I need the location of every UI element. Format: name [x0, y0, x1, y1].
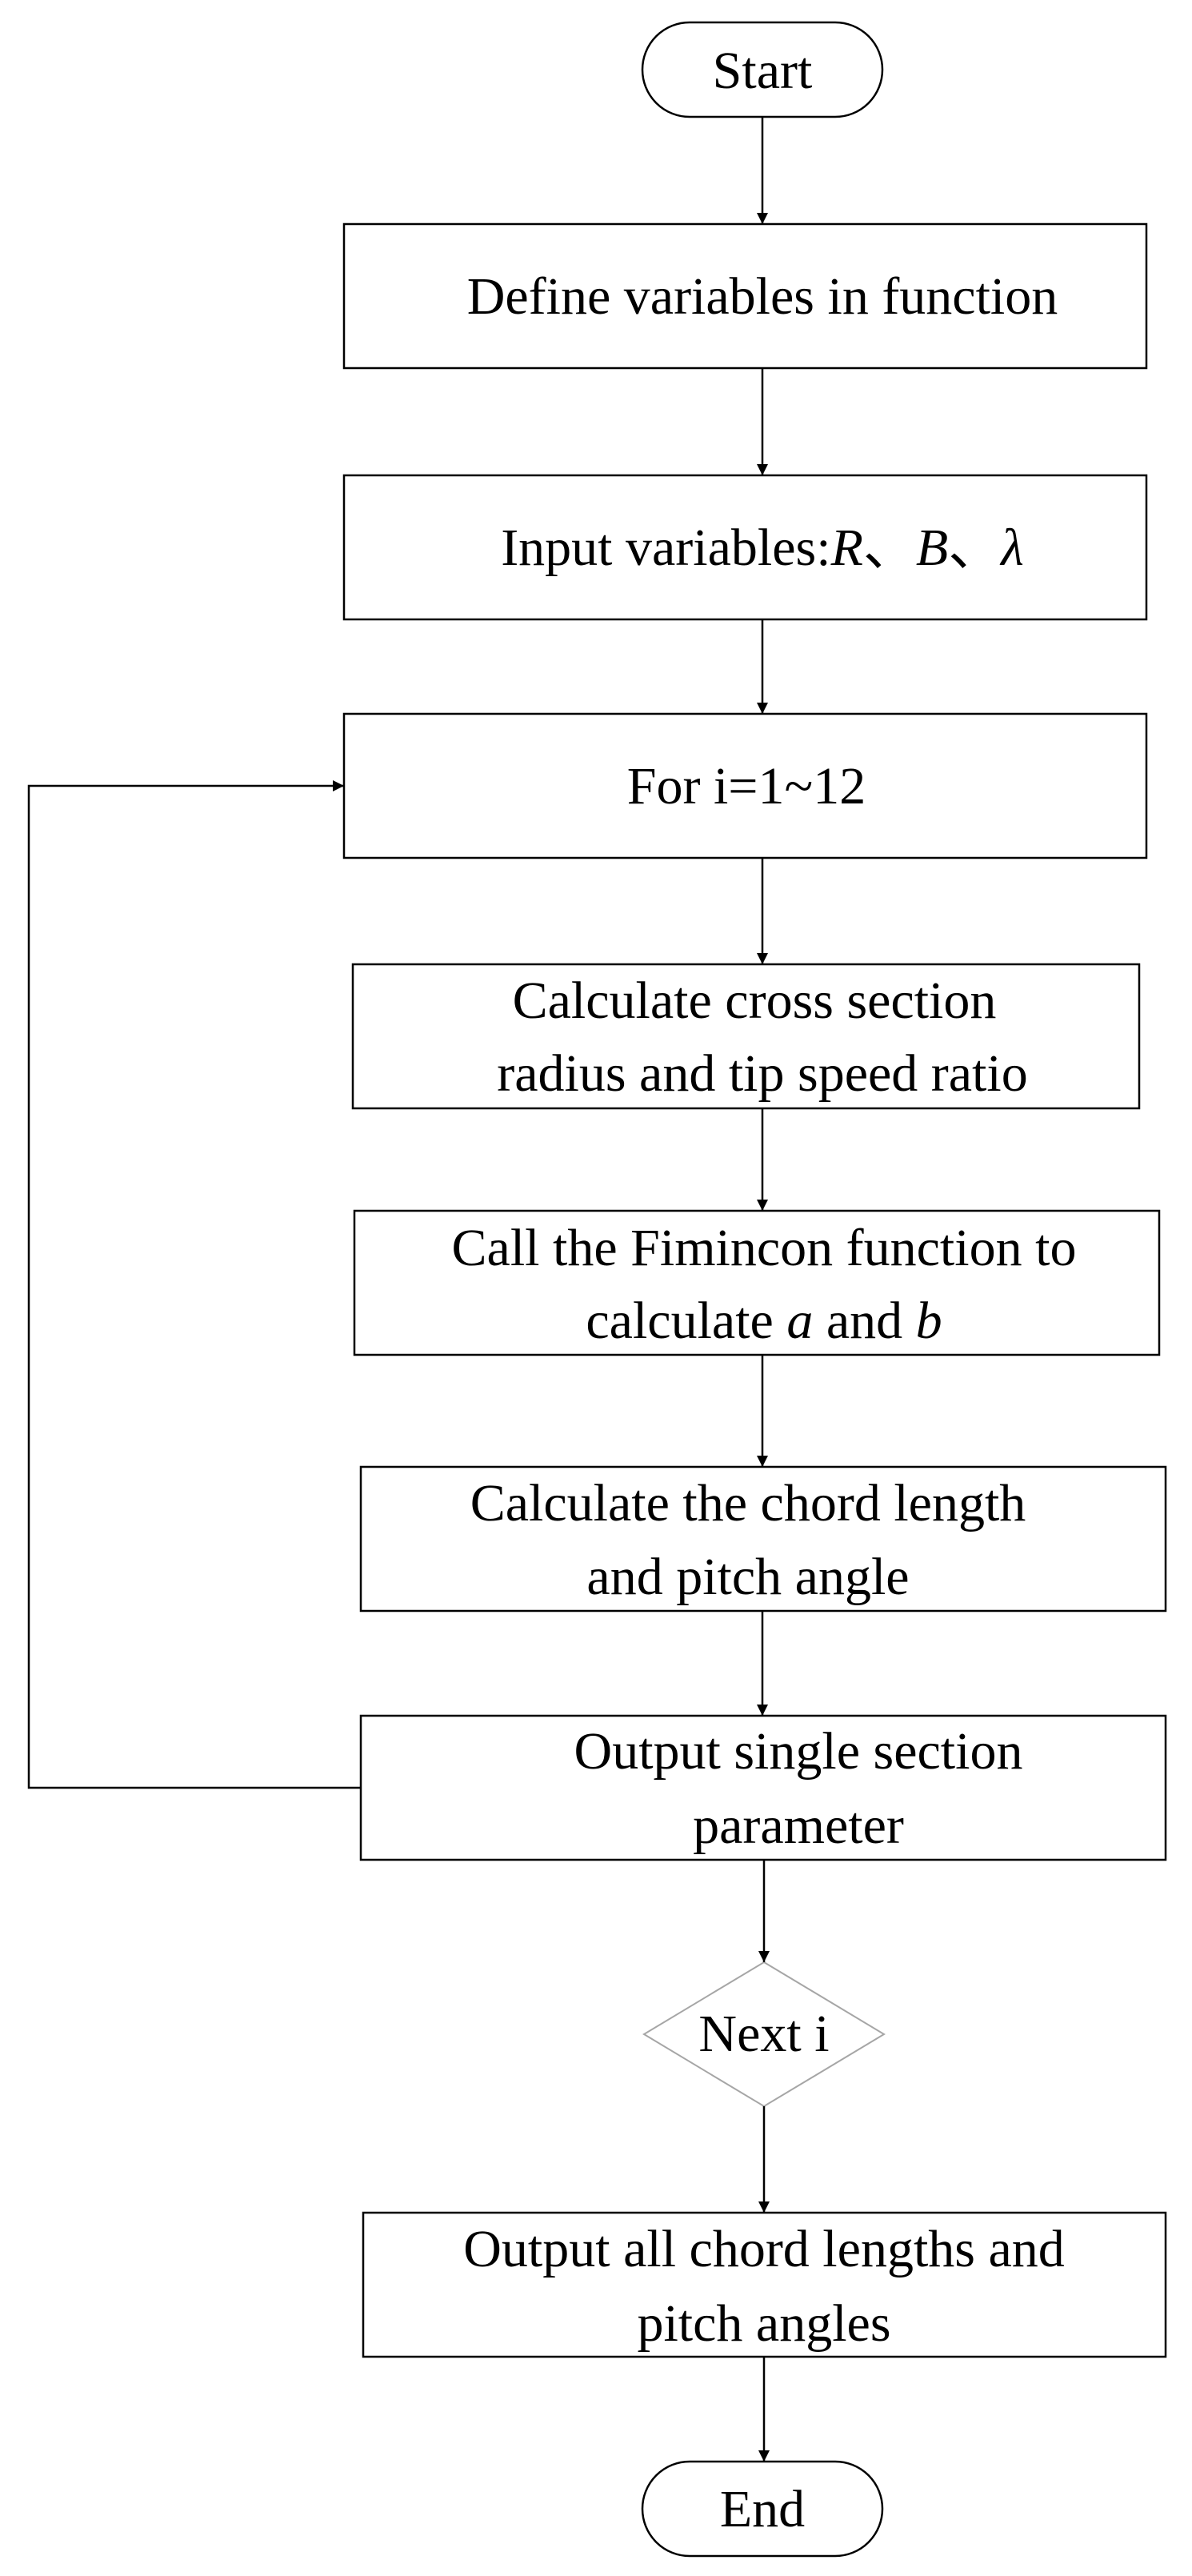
output-all-line2: pitch angles [637, 2294, 890, 2353]
calculate-chord-line1: Calculate the chord length [470, 1474, 1026, 1532]
calculate-chord-step: Calculate the chord length and pitch ang… [359, 1465, 1167, 1613]
connectors [27, 117, 770, 2462]
call-fimincon-line2: calculate a and b [586, 1292, 942, 1350]
loop-back-arrow [27, 780, 361, 1789]
next-i-decision: Next i [642, 1961, 886, 2108]
output-all-step: Output all chord lengths and pitch angle… [362, 2211, 1167, 2358]
end-label: End [720, 2480, 805, 2538]
input-variables-label: Input variables:R、B、λ [501, 519, 1024, 577]
call-fimincon-step: Call the Fimincon function to calculate … [353, 1209, 1161, 1356]
end-node: End [641, 2460, 884, 2558]
calculate-radius-line2: radius and tip speed ratio [497, 1044, 1027, 1103]
output-section-line2: parameter [693, 1797, 904, 1855]
define-variables-step: Define variables in function [342, 222, 1148, 370]
define-variables-label: Define variables in function [467, 267, 1058, 326]
output-all-line1: Output all chord lengths and [463, 2220, 1065, 2278]
start-node: Start [641, 21, 884, 118]
for-loop-label: For i=1~12 [627, 757, 866, 815]
call-fimincon-line1: Call the Fimincon function to [452, 1219, 1077, 1277]
output-section-step: Output single section parameter [359, 1714, 1167, 1861]
next-i-label: Next i [698, 2005, 829, 2063]
input-variables-step: Input variables:R、B、λ [342, 474, 1148, 621]
output-section-line1: Output single section [574, 1722, 1023, 1781]
start-label: Start [713, 42, 813, 100]
calculate-radius-line1: Calculate cross section [513, 972, 997, 1030]
calculate-radius-step: Calculate cross section radius and tip s… [351, 963, 1141, 1110]
for-loop-step: For i=1~12 [342, 712, 1148, 859]
calculate-chord-line2: and pitch angle [586, 1548, 909, 1606]
